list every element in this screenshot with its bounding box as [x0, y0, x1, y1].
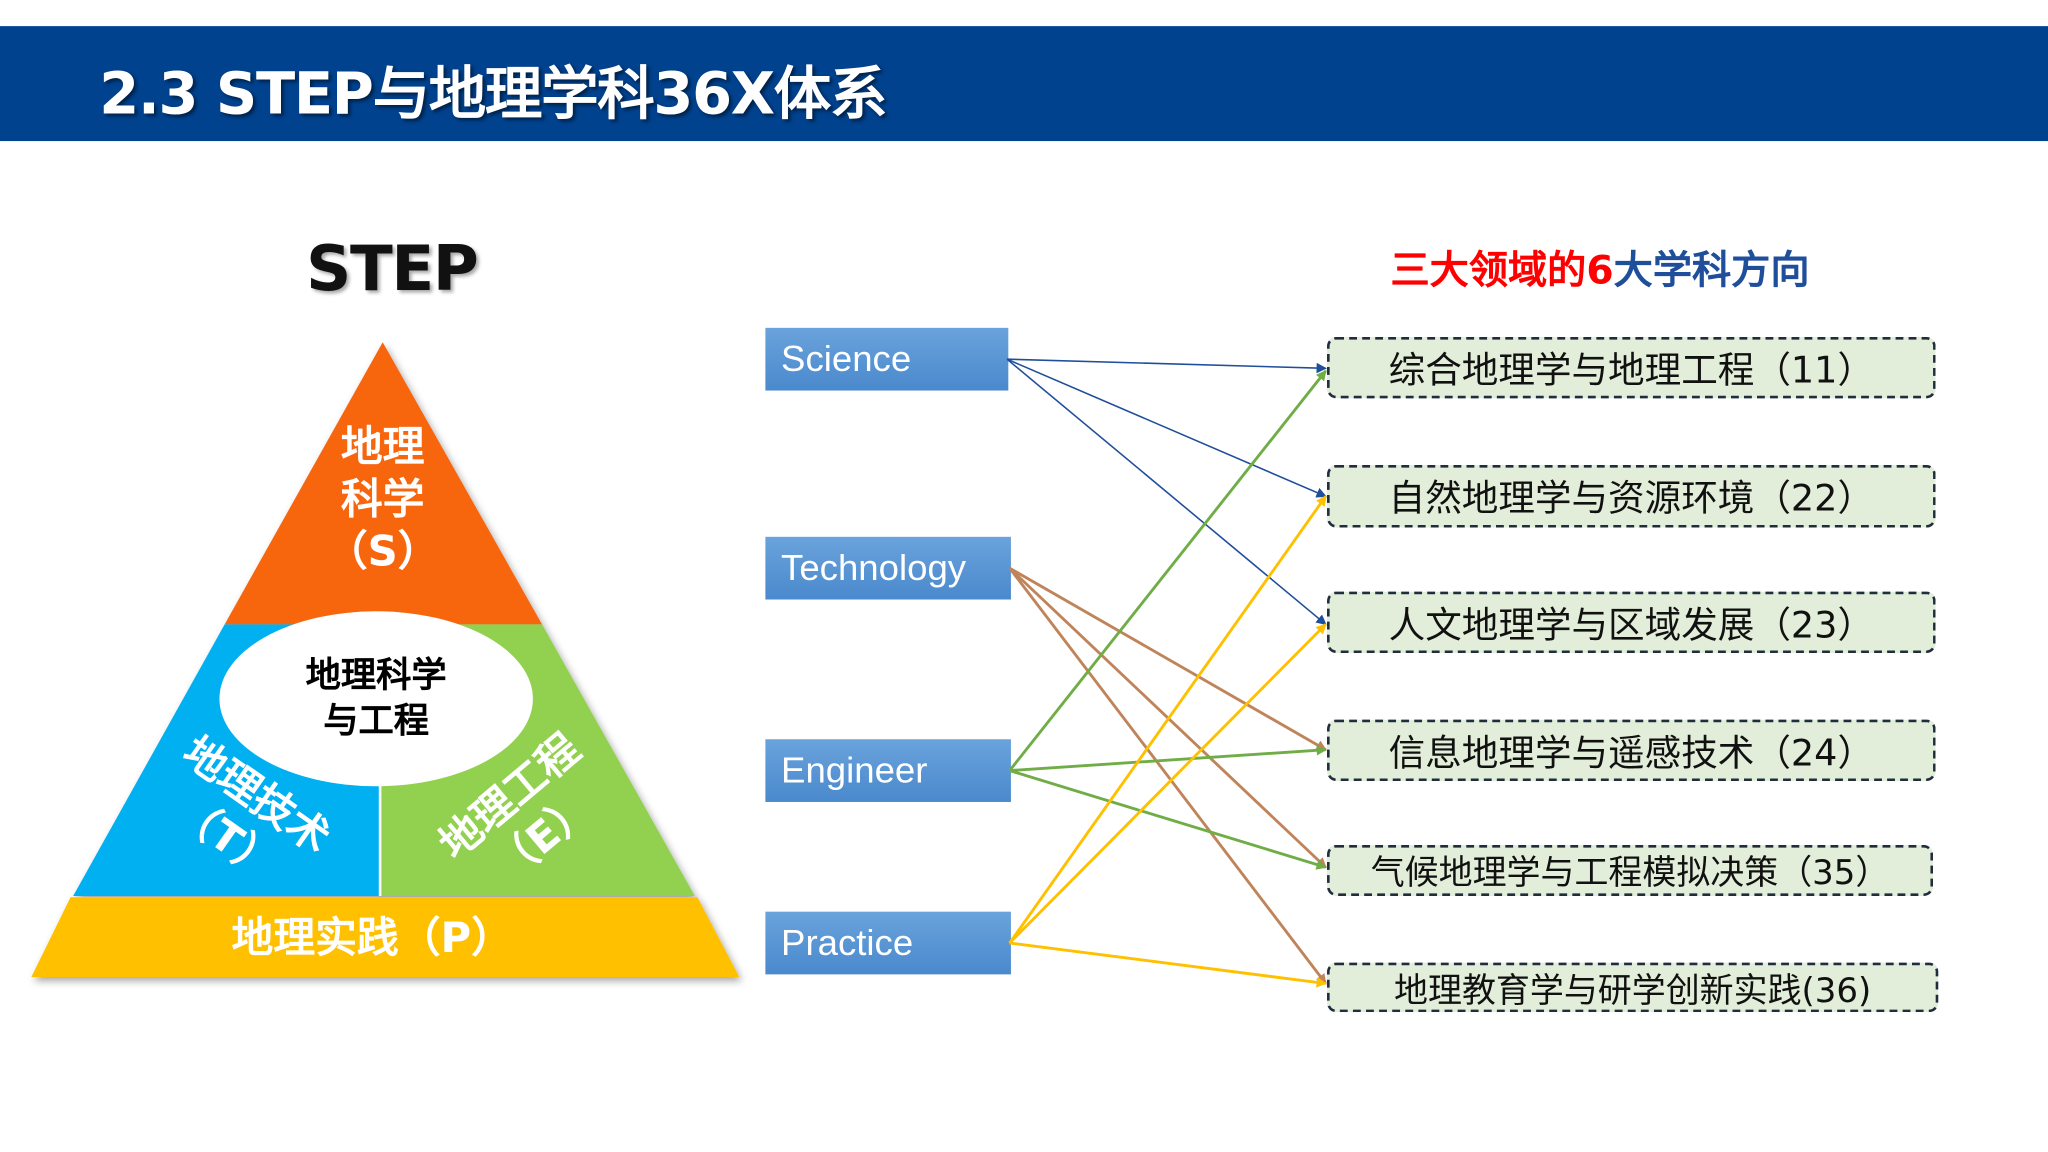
science-label-line: 地理 [340, 421, 425, 472]
direction-box: 信息地理学与遥感技术（24） [1327, 719, 1936, 782]
step-title: STEP [306, 232, 479, 306]
center-label-line: 地理科学 [305, 655, 447, 697]
link-arrow [1008, 623, 1327, 945]
source-technology: Technology [765, 536, 1011, 600]
center-label: 地理科学 与工程 [246, 653, 507, 745]
source-practice: Practice [765, 911, 1011, 975]
title-bar [0, 26, 2048, 142]
direction-box: 地理教育学与研学创新实践(36) [1327, 962, 1939, 1013]
heading-red-part: 三大领域的6 [1390, 248, 1614, 294]
link-arrow [1009, 769, 1327, 870]
direction-box: 气候地理学与工程模拟决策（35） [1327, 845, 1934, 896]
link-arrow [1006, 358, 1327, 626]
science-label-line: （S） [325, 526, 440, 576]
practice-segment [31, 897, 740, 977]
science-segment [224, 342, 543, 625]
heading-blue-part: 大学科方向 [1613, 248, 1810, 294]
link-arrow [1008, 567, 1327, 985]
source-science: Science [765, 327, 1009, 391]
link-arrow [1006, 358, 1327, 498]
practice-label: 地理实践（P） [231, 912, 513, 963]
science-label-line: 科学 [340, 474, 425, 524]
science-label: 地理 科学 （S） [304, 421, 461, 578]
direction-box: 自然地理学与资源环境（22） [1327, 464, 1936, 528]
directions-heading: 三大领域的6大学科方向 [1306, 238, 1894, 295]
link-arrow [1008, 369, 1327, 772]
source-engineer: Engineer [765, 739, 1011, 802]
direction-box: 综合地理学与地理工程（11） [1327, 336, 1936, 399]
link-arrow [1008, 566, 1327, 751]
link-arrow [1008, 495, 1327, 944]
link-arrow [1009, 941, 1328, 988]
center-ellipse [219, 611, 533, 787]
link-arrow [1006, 358, 1328, 374]
slide-title: 2.3 STEP与地理学科36X体系 [99, 61, 887, 128]
center-label-line: 与工程 [323, 701, 430, 742]
direction-box: 人文地理学与区域发展（23） [1327, 591, 1936, 654]
link-arrow [1009, 745, 1328, 773]
